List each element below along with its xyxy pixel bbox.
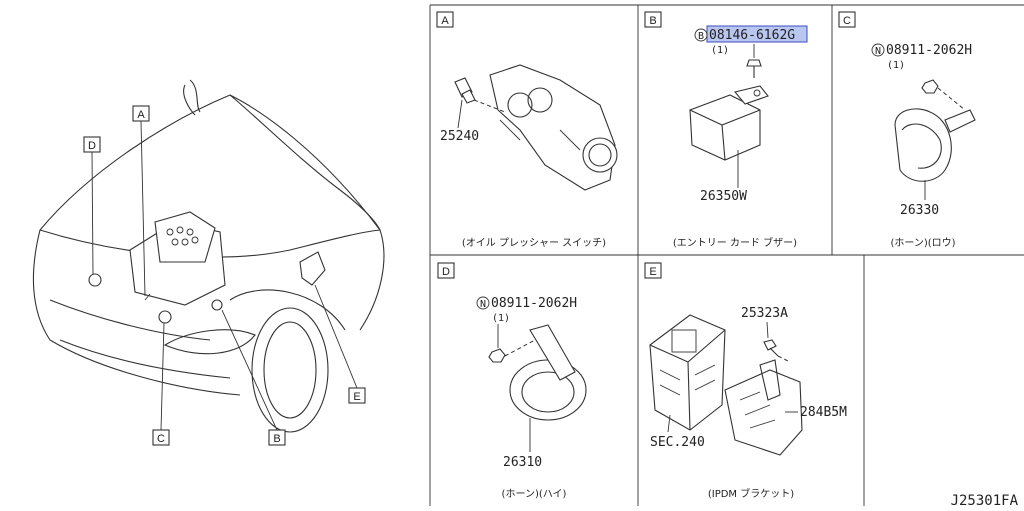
ipdm-module[interactable]	[649, 314, 726, 431]
panel-d-label-box	[437, 262, 455, 279]
svg-text:A: A	[137, 109, 145, 121]
ipdm-bracket[interactable]	[724, 359, 803, 456]
panel-b: B B 08146-6162G (1) 26350W (エントリー カード ブザ…	[644, 11, 808, 249]
panel-a-label-box	[436, 11, 454, 28]
svg-text:08146-6162G: 08146-6162G	[709, 28, 795, 43]
panel-b-label-box	[644, 11, 662, 28]
svg-text:N: N	[480, 299, 486, 310]
svg-text:C: C	[157, 433, 165, 445]
part-number-08911-2062h-d: 08911-2062H	[491, 296, 577, 311]
callout-b[interactable]: B	[221, 309, 286, 446]
part-number-25323a: 25323A	[741, 306, 788, 321]
part-number-284b5m: 284B5M	[800, 405, 847, 420]
svg-text:E: E	[353, 391, 360, 403]
horn-low[interactable]	[894, 108, 976, 182]
panel-c-label-box	[838, 11, 856, 28]
panel-c: C N 08911-2062H (1) 26330 (ホーン)(ロウ)	[838, 11, 976, 249]
part-number-26330: 26330	[900, 203, 939, 218]
panel-c-caption: (ホーン)(ロウ)	[890, 237, 955, 249]
callout-d[interactable]: D	[83, 136, 101, 275]
panel-d: D N 08911-2062H (1) 26310 (ホーン)(ハイ)	[437, 262, 587, 500]
nut-icon	[488, 348, 506, 363]
entry-card-buzzer[interactable]	[689, 85, 769, 161]
panel-a: A 25240 (オイル プレッシャー スイッチ)	[436, 11, 618, 249]
bolt-icon	[763, 339, 779, 357]
panel-grid	[429, 4, 1024, 506]
svg-text:A: A	[441, 15, 449, 27]
panel-e-caption: (IPDM ブラケット)	[708, 487, 794, 500]
part-number-25240: 25240	[440, 129, 479, 144]
nut-icon	[921, 79, 939, 94]
callout-e[interactable]: E	[314, 284, 366, 404]
svg-text:(1): (1)	[711, 45, 729, 56]
svg-text:D: D	[442, 266, 450, 278]
svg-text:C: C	[843, 15, 851, 27]
panel-d-caption: (ホーン)(ハイ)	[502, 488, 567, 500]
svg-text:(1): (1)	[492, 313, 510, 324]
part-number-26310: 26310	[503, 455, 542, 470]
section-ref-sec240: SEC.240	[650, 435, 705, 450]
svg-text:D: D	[88, 140, 96, 152]
panel-a-caption: (オイル プレッシャー スイッチ)	[462, 237, 606, 249]
callout-c[interactable]: C	[152, 322, 170, 446]
svg-text:B: B	[649, 15, 656, 27]
svg-text:N: N	[875, 46, 881, 57]
callout-a[interactable]: A	[132, 105, 150, 297]
svg-text:B: B	[273, 433, 280, 445]
part-number-08911-2062h: 08911-2062H	[886, 43, 972, 58]
panel-e-label-box	[644, 262, 662, 279]
horn-high[interactable]	[509, 324, 587, 421]
svg-text:E: E	[649, 266, 656, 278]
diagram-id: J25301FA	[951, 493, 1019, 509]
bolt-icon	[746, 59, 762, 78]
panel-b-caption: (エントリー カード ブザー)	[673, 236, 797, 249]
part-number-26350w: 26350W	[700, 189, 747, 204]
panel-e: E 25323A 284B5M SEC.240 (IPDM ブラケット)	[644, 262, 847, 500]
part-number-08146-6162g[interactable]: B 08146-6162G (1)	[694, 25, 808, 56]
vehicle-front-view	[32, 79, 385, 433]
svg-text:(1): (1)	[887, 60, 905, 71]
oil-pressure-switch[interactable]	[454, 77, 476, 104]
svg-text:B: B	[698, 31, 704, 42]
